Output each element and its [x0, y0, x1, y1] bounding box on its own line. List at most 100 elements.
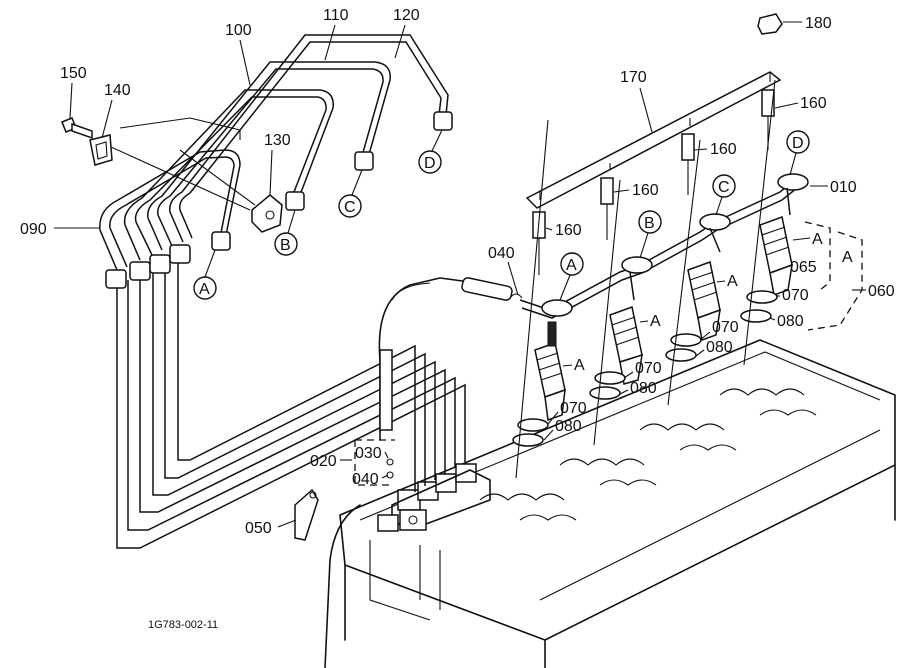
- svg-text:160: 160: [800, 95, 827, 112]
- svg-text:B: B: [280, 237, 291, 254]
- label-060: 060: [852, 283, 895, 300]
- label-130: 130: [264, 132, 291, 196]
- label-180: 180: [783, 15, 832, 32]
- svg-text:160: 160: [632, 182, 659, 199]
- svg-text:060: 060: [868, 283, 895, 300]
- svg-text:070: 070: [635, 360, 662, 377]
- svg-text:A: A: [727, 273, 738, 290]
- injection-pipe-set-top: [99, 34, 449, 271]
- svg-text:D: D: [424, 155, 436, 172]
- label-140: 140: [101, 82, 131, 139]
- ref-circle-b2: B: [638, 210, 662, 259]
- label-040b: 040: [352, 471, 389, 488]
- svg-text:010: 010: [830, 179, 857, 196]
- pipe-nuts-left: [105, 111, 453, 289]
- label-030: 030: [355, 445, 389, 462]
- label-070c: 070: [623, 360, 662, 379]
- label-nozzle-a2: A: [639, 313, 661, 330]
- svg-text:A: A: [566, 257, 577, 274]
- nozzle-1: [512, 321, 566, 447]
- svg-text:065: 065: [790, 259, 817, 276]
- label-070b: 070: [699, 319, 739, 341]
- svg-text:130: 130: [264, 132, 291, 149]
- svg-text:080: 080: [706, 339, 733, 356]
- svg-text:180: 180: [805, 15, 832, 32]
- svg-text:140: 140: [104, 82, 131, 99]
- label-080a: 080: [769, 313, 804, 330]
- svg-text:D: D: [792, 135, 804, 152]
- svg-text:C: C: [344, 199, 356, 216]
- svg-text:090: 090: [20, 221, 47, 238]
- label-110: 110: [323, 7, 349, 61]
- label-170: 170: [620, 69, 653, 133]
- label-bracket-a: A: [842, 249, 853, 266]
- ref-circle-d1: D: [418, 129, 443, 174]
- label-070d: 070: [547, 400, 587, 425]
- svg-text:160: 160: [555, 222, 582, 239]
- pipe-clamp-130: [99, 141, 283, 233]
- svg-text:070: 070: [782, 287, 809, 304]
- ref-circle-b1: B: [274, 209, 298, 256]
- cylinder-head: [324, 339, 896, 668]
- svg-text:080: 080: [555, 418, 582, 435]
- svg-text:A: A: [650, 313, 661, 330]
- delivery-valve-holders: [377, 463, 491, 532]
- ref-circle-a2: A: [559, 252, 584, 301]
- ref-circle-c2: C: [712, 174, 736, 216]
- svg-text:A: A: [812, 231, 823, 248]
- label-100: 100: [225, 22, 252, 86]
- ref-circle-a1: A: [193, 249, 217, 300]
- svg-text:050: 050: [245, 520, 272, 537]
- svg-text:020: 020: [310, 453, 337, 470]
- label-150: 150: [60, 65, 87, 119]
- svg-text:A: A: [842, 249, 853, 266]
- label-090: 090: [20, 221, 100, 238]
- ref-circle-d2: D: [786, 130, 810, 176]
- svg-text:A: A: [199, 281, 210, 298]
- bleeder-assembly: [354, 349, 395, 486]
- label-160a: 160: [774, 95, 827, 112]
- label-080d: 080: [543, 418, 582, 441]
- svg-text:B: B: [644, 215, 655, 232]
- label-010: 010: [810, 179, 857, 196]
- glow-plug-lead-170: [525, 71, 782, 209]
- label-160c: 160: [613, 182, 659, 199]
- label-040a: 040: [488, 245, 519, 296]
- svg-text:040: 040: [352, 471, 379, 488]
- clamp-140-bolt-150: [61, 117, 241, 166]
- label-050: 050: [245, 519, 297, 537]
- svg-text:070: 070: [560, 400, 587, 417]
- svg-text:150: 150: [60, 65, 87, 82]
- label-020: 020: [310, 453, 352, 470]
- svg-text:1G783-002-11: 1G783-002-11: [148, 619, 218, 631]
- label-065: 065: [790, 259, 817, 276]
- label-160d: 160: [545, 222, 582, 239]
- bolt-050: [294, 488, 319, 541]
- svg-text:160: 160: [710, 141, 737, 158]
- svg-text:080: 080: [630, 380, 657, 397]
- svg-text:110: 110: [323, 7, 349, 24]
- svg-text:C: C: [718, 179, 730, 196]
- glow-plugs: [515, 79, 776, 479]
- label-nozzle-a4: A: [792, 231, 823, 248]
- label-nozzle-a1: A: [562, 357, 585, 374]
- nozzle-4: [740, 215, 793, 323]
- ref-circle-c1: C: [338, 169, 363, 218]
- svg-text:A: A: [574, 357, 585, 374]
- svg-text:040: 040: [488, 245, 515, 262]
- svg-text:070: 070: [712, 319, 739, 336]
- svg-text:120: 120: [393, 7, 420, 24]
- label-160b: 160: [693, 141, 737, 158]
- fuel-hose-040: [461, 277, 523, 301]
- svg-text:080: 080: [777, 313, 804, 330]
- svg-text:030: 030: [355, 445, 382, 462]
- label-080b: 080: [695, 339, 733, 357]
- label-070a: 070: [776, 287, 809, 304]
- nut-180: [757, 13, 783, 35]
- svg-text:100: 100: [225, 22, 252, 39]
- overflow-pipe-010: [519, 173, 809, 319]
- label-120: 120: [393, 7, 420, 59]
- label-nozzle-a3: A: [716, 273, 738, 290]
- drawing-code: 1G783-002-11: [148, 619, 218, 631]
